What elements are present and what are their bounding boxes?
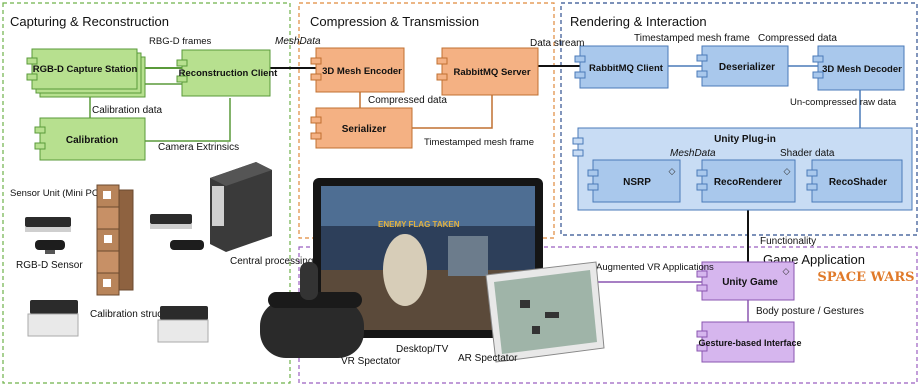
rabbitmq-server-label: RabbitMQ Server [453,67,530,78]
label-shader-data: Shader data [780,148,835,159]
calibration-to-client-line [145,98,231,142]
label-rgbd-frames: RBG-D frames [149,36,212,47]
nsrp[interactable]: NSRP ◇ [587,159,681,203]
mesh-decoder-label: 3D Mesh Decoder [822,64,902,75]
game-section-frame [298,246,918,384]
label-uncompressed: Un-compressed raw data [790,97,897,108]
label-timestamped-top: Timestamped mesh frame [634,33,750,44]
mesh-decoder[interactable]: 3D Mesh Decoder [812,45,905,91]
label-desktop-tv: Desktop/TV [396,344,449,355]
unity-game[interactable]: Unity Game ◇ [696,261,795,301]
rendering-section-title: Rendering & Interaction [570,14,707,29]
reconstruction-client[interactable]: Reconstruction Client [176,49,279,97]
label-timestamped-mid: Timestamped mesh frame [424,137,534,148]
capture-section-title: Capturing & Reconstruction [10,14,169,29]
label-ar-spectator: AR Spectator [458,353,518,364]
reco-shader-label: RecoShader [829,177,887,188]
reco-renderer-label: RecoRenderer [714,177,782,188]
sensor-unit-illustration [25,217,71,254]
deserializer[interactable]: Deserializer [696,45,789,87]
unity-icon: ◇ [669,166,676,176]
label-calibration-data: Calibration data [92,105,162,116]
label-compressed-data-top: Compressed data [758,33,837,44]
gesture-interface-label: Gesture-based Interface [698,338,801,348]
mesh-encoder[interactable]: 3D Mesh Encoder [310,47,405,93]
capture-section-frame [2,2,291,384]
serializer-label: Serializer [342,124,387,135]
mesh-encoder-label: 3D Mesh Encoder [322,66,402,77]
serializer[interactable]: Serializer [310,107,413,149]
label-data-stream: Data stream [530,38,584,49]
gesture-interface[interactable]: Gesture-based Interface [696,321,802,363]
label-rgbd-sensor: RGB-D Sensor [16,260,83,271]
reco-renderer[interactable]: RecoRenderer ◇ [696,159,796,203]
ar-tablet-illustration [485,261,605,363]
rendering-section-frame [560,2,918,236]
label-augmented-vr: Augmented VR Applications [596,262,714,273]
calibration-label: Calibration [66,135,118,146]
deserializer-label: Deserializer [719,62,775,73]
rgbd-station-label: RGB-D Capture Station [33,64,138,75]
label-vr-spectator: VR Spectator [341,356,401,367]
rgbd-station[interactable]: RGB-D Capture Station [26,48,146,98]
unity-game-label: Unity Game [722,277,778,288]
serializer-to-server-line [412,95,493,129]
screen-banner: ENEMY FLAG TAKEN [378,220,460,229]
compression-section-title: Compression & Transmission [310,14,479,29]
label-central-unit: Central processing unit [230,256,332,267]
sensor-bottom-right-illustration [157,306,209,343]
unity-icon: ◇ [784,166,791,176]
reco-shader[interactable]: RecoShader [806,159,903,203]
rabbitmq-server[interactable]: RabbitMQ Server [436,47,539,96]
label-sensor-unit: Sensor Unit (Mini PC) [10,188,102,199]
vr-headset-illustration [260,262,364,358]
calibration[interactable]: Calibration [34,117,146,161]
rabbitmq-client[interactable]: RabbitMQ Client [574,45,669,89]
sensor-bottom-left-illustration [27,300,79,337]
unity-icon: ◇ [783,266,790,276]
label-body-posture: Body posture / Gestures [756,306,864,317]
label-camera-extrinsics: Camera Extrinsics [158,142,239,153]
reconstruction-client-label: Reconstruction Client [179,68,279,79]
calibration-structure-illustration [96,184,134,296]
label-meshdata-plugin: MeshData [670,148,716,159]
nsrp-label: NSRP [623,177,651,188]
label-compressed-data-mid: Compressed data [368,95,447,106]
label-functionality: Functionality [760,236,816,247]
label-calibration-structure: Calibration structure [90,309,180,320]
central-unit-illustration [210,162,272,252]
rabbitmq-client-label: RabbitMQ Client [589,63,664,74]
game-logo: SPACE WARS [817,270,914,285]
label-meshdata-top: MeshData [275,36,321,47]
unity-plugin-label: Unity Plug-in [714,134,776,145]
sensor-right-illustration [150,214,204,250]
